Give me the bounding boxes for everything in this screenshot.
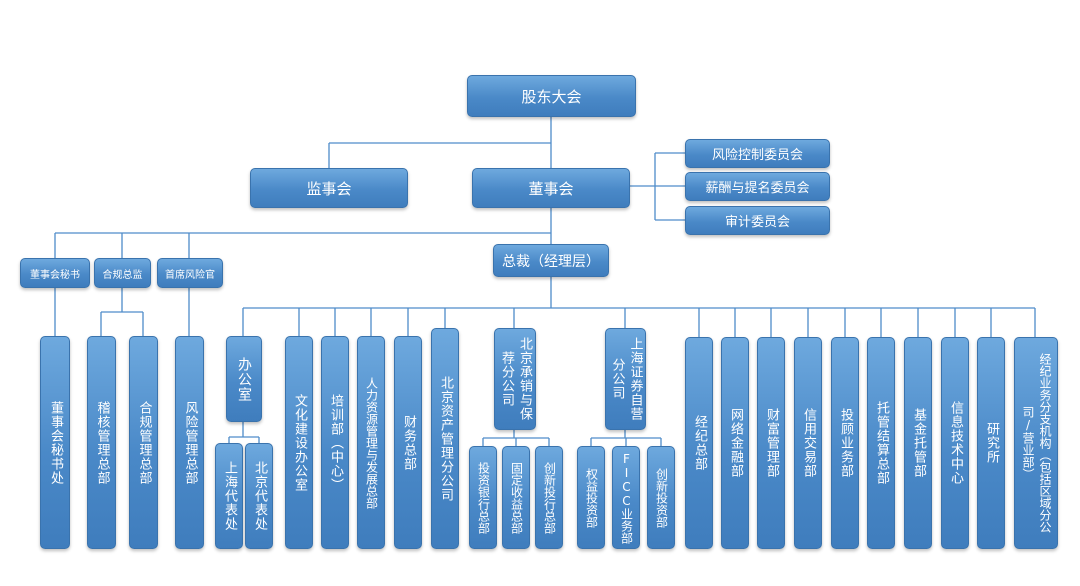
- department-label: 文化建设办公室: [292, 393, 307, 492]
- ficc-dept-box: FICC业务部: [612, 446, 640, 549]
- department-label: 上海代表处: [222, 461, 237, 531]
- compliance-management-dept-box: 合规管理总部: [129, 336, 158, 549]
- supervisory-board-box: 监事会: [250, 168, 408, 208]
- innovative-investment-dept-box: 创新投资部: [647, 446, 675, 549]
- wealth-management-dept-box: 财富管理部: [757, 337, 785, 549]
- department-label: 北京资产管理分公司: [438, 375, 453, 502]
- president-box: 总裁（经理层）: [493, 244, 609, 277]
- audit-management-dept-box: 稽核管理总部: [87, 336, 116, 549]
- department-label: 培训部（中心）: [328, 393, 343, 492]
- department-label: 财务总部: [401, 414, 416, 471]
- department-label: 上海证券自营分公司: [609, 337, 643, 421]
- department-label: 信息技术中心: [948, 401, 963, 485]
- shareholders-meeting-label: 股东大会: [521, 87, 582, 106]
- department-label: 创新投资部: [654, 467, 669, 528]
- president-label: 总裁（经理层）: [502, 253, 600, 270]
- beijing-asset-management-branch-box: 北京资产管理分公司: [431, 328, 459, 549]
- department-label: 北京代表处: [252, 461, 267, 531]
- investment-banking-dept-box: 投资银行总部: [469, 446, 497, 549]
- committee-label: 风险控制委员会: [711, 148, 803, 163]
- internet-finance-dept-box: 网络金融部: [721, 337, 749, 549]
- shanghai-proprietary-branch-box: 上海证券自营分公司: [605, 328, 646, 430]
- risk-control-committee-box: 风险控制委员会: [685, 139, 830, 168]
- committee-label: 审计委员会: [724, 215, 790, 230]
- department-label: 合规管理总部: [136, 400, 152, 485]
- department-label: 信用交易部: [801, 408, 816, 478]
- officer-label: 董事会秘书: [30, 269, 80, 281]
- equity-investment-dept-box: 权益投资部: [577, 446, 605, 549]
- compliance-director-box: 合规总监: [94, 258, 151, 288]
- brokerage-branches-box: 经纪业务分支机构（包括区域分公司/营业部）: [1014, 337, 1058, 549]
- officer-label: 首席风险官: [165, 269, 215, 281]
- officer-label: 合规总监: [102, 269, 143, 281]
- fixed-income-dept-box: 固定收益总部: [502, 446, 530, 549]
- remuneration-nomination-committee-box: 薪酬与提名委员会: [685, 172, 830, 201]
- department-label: 托管结算总部: [874, 401, 889, 485]
- shareholders-meeting-box: 股东大会: [467, 75, 636, 117]
- committee-label: 薪酬与提名委员会: [705, 181, 810, 196]
- beijing-underwriting-branch-box: 北京承销与保荐分公司: [494, 328, 536, 430]
- finance-dept-box: 财务总部: [394, 336, 422, 549]
- board-of-directors-label: 董事会: [528, 179, 574, 198]
- culture-building-office-box: 文化建设办公室: [285, 336, 313, 549]
- board-of-directors-box: 董事会: [472, 168, 630, 208]
- audit-committee-box: 审计委员会: [685, 206, 830, 235]
- hr-management-dept-box: 人力资源管理与发展总部: [357, 336, 385, 549]
- training-dept-box: 培训部（中心）: [321, 336, 349, 549]
- department-label: 财富管理部: [764, 408, 779, 478]
- department-label: 经纪业务分支机构（包括区域分公司/营业部）: [1021, 353, 1052, 533]
- department-label: 人力资源管理与发展总部: [364, 376, 379, 509]
- department-label: 创新投行总部: [542, 461, 557, 534]
- research-institute-box: 研究所: [977, 337, 1005, 549]
- department-label: 投顾业务部: [838, 408, 853, 478]
- department-label: FICC业务部: [619, 451, 634, 544]
- it-center-box: 信息技术中心: [941, 337, 969, 549]
- beijing-rep-office-box: 北京代表处: [245, 443, 273, 549]
- shanghai-rep-office-box: 上海代表处: [215, 443, 243, 549]
- general-office-box: 办公室: [226, 336, 262, 422]
- department-label: 风险管理总部: [182, 400, 198, 485]
- department-label: 网络金融部: [728, 408, 743, 478]
- department-label: 办公室: [236, 356, 252, 402]
- department-label: 稽核管理总部: [94, 400, 110, 485]
- department-label: 董事会秘书处: [48, 400, 63, 485]
- brokerage-dept-box: 经纪总部: [685, 337, 713, 549]
- advisory-business-dept-box: 投顾业务部: [831, 337, 859, 549]
- department-label: 研究所: [984, 422, 999, 464]
- board-secretary-box: 董事会秘书: [20, 258, 90, 288]
- board-secretary-office-box: 董事会秘书处: [40, 336, 70, 549]
- department-label: 固定收益总部: [509, 461, 524, 534]
- chief-risk-officer-box: 首席风险官: [157, 258, 223, 288]
- department-label: 投资银行总部: [476, 461, 491, 534]
- credit-trading-dept-box: 信用交易部: [794, 337, 822, 549]
- department-label: 权益投资部: [584, 467, 599, 528]
- custody-settlement-dept-box: 托管结算总部: [867, 337, 895, 549]
- department-label: 北京承销与保荐分公司: [499, 337, 532, 421]
- department-label: 经纪总部: [692, 415, 707, 471]
- risk-management-dept-box: 风险管理总部: [175, 336, 204, 549]
- innovative-ib-dept-box: 创新投行总部: [535, 446, 563, 549]
- fund-custody-dept-box: 基金托管部: [904, 337, 932, 549]
- supervisory-board-label: 监事会: [306, 179, 352, 198]
- department-label: 基金托管部: [911, 408, 926, 478]
